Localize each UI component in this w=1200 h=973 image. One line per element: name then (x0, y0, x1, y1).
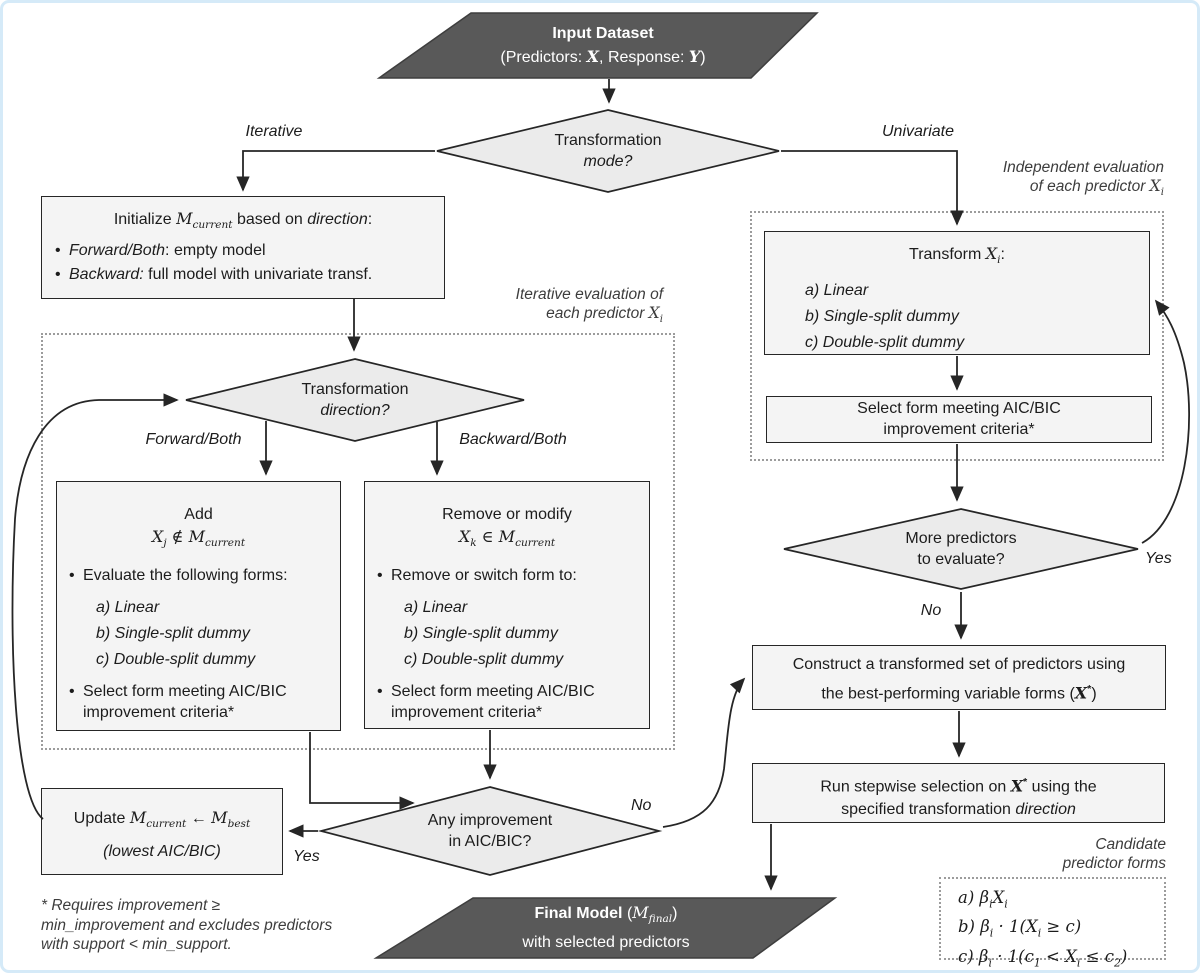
transform-form-a: a) Linear (805, 282, 869, 300)
bullet-marker: • (377, 682, 383, 700)
improvement-line1: Any improvement (427, 812, 553, 829)
update-model-box: Update Mcurrent ← Mbest (lowest AIC/BIC) (41, 788, 283, 875)
group-label-iterative-eval-line2: each predictor Xi (546, 304, 663, 326)
remove-bullet-select: Select form meeting AIC/BIC improvement … (391, 682, 595, 722)
transform-form-b: b) Single-split dummy (805, 308, 959, 326)
branch-label-univariate: Univariate (881, 123, 955, 140)
select-form-line1: Select form meeting AIC/BIC (857, 400, 1061, 417)
remove-title: Remove or modify (442, 506, 572, 523)
transform-box: Transform Xi: a) Linear b) Single-split … (764, 231, 1150, 355)
remove-form-b: b) Single-split dummy (404, 624, 558, 642)
diamond-shape (185, 358, 525, 442)
more-predictors-decision: More predictors to evaluate? (782, 507, 1140, 591)
select-form-line2: improvement criteria* (883, 420, 1035, 438)
branch-label-backward-both: Backward/Both (459, 431, 567, 448)
construct-box: Construct a transformed set of predictor… (752, 645, 1166, 710)
more-predictors-line2: to evaluate? (917, 551, 1005, 568)
candidate-form-b: b) βi · 1(Xi ≥ c) (958, 917, 1082, 940)
group-label-independent-eval-line2: of each predictor Xi (1029, 177, 1164, 199)
add-bullet-select: Select form meeting AIC/BIC improvement … (83, 682, 287, 722)
input-dataset-node: Input Dataset (Predictors: X, Response: … (376, 11, 819, 80)
mode-decision-line1: Transformation (554, 132, 662, 149)
stepwise-line2: specified transformation direction (841, 801, 1076, 819)
group-label-candidate-forms: Candidate predictor forms (958, 835, 1166, 873)
final-model-node: Final Model (Mfinal) with selected predi… (373, 894, 838, 962)
final-model-title: Final Model (Mfinal) (534, 902, 678, 926)
candidate-form-c: c) βi · 1(c1 < Xi ≤ c2) (958, 946, 1128, 969)
label-yes-more: Yes (1145, 550, 1172, 567)
init-model-box: Initialize Mcurrent based on direction: … (41, 196, 445, 299)
direction-decision-line1: Transformation (301, 381, 409, 398)
stepwise-line1: Run stepwise selection on X* using the (820, 776, 1097, 796)
add-form-b: b) Single-split dummy (96, 624, 250, 642)
bullet-marker: • (377, 567, 383, 585)
bullet-marker: • (55, 265, 61, 283)
footnote: * Requires improvement ≥ min_improvement… (41, 897, 333, 953)
parallelogram-shape (376, 12, 819, 79)
init-bullet-backward: Backward: full model with univariate tra… (69, 265, 373, 283)
input-dataset-title: Input Dataset (552, 25, 654, 42)
improvement-decision: Any improvement in AIC/BIC? (317, 785, 663, 877)
add-form-a: a) Linear (96, 598, 160, 616)
select-form-box: Select form meeting AIC/BIC improvement … (766, 396, 1152, 443)
improvement-line2: in AIC/BIC? (448, 833, 532, 850)
remove-subtitle: Xk ∈ Mcurrent (458, 527, 556, 550)
remove-form-a: a) Linear (404, 598, 468, 616)
mode-decision-line2: mode? (583, 153, 633, 170)
branch-label-forward-both: Forward/Both (145, 431, 242, 448)
transform-title: Transform Xi: (909, 244, 1005, 267)
add-subtitle: Xj ∉ Mcurrent (151, 527, 246, 550)
add-title: Add (184, 506, 213, 523)
group-label-candidate-line1: Candidate (1095, 836, 1166, 853)
bullet-marker: • (69, 567, 75, 585)
diamond-shape (783, 508, 1139, 590)
construct-line1: Construct a transformed set of predictor… (792, 656, 1126, 673)
branch-label-iterative: Iterative (245, 123, 303, 140)
remove-bullet-switch: Remove or switch form to: (391, 567, 577, 585)
more-predictors-line1: More predictors (905, 530, 1017, 547)
diamond-shape (436, 109, 780, 193)
construct-line2: the best-performing variable forms (X*) (821, 683, 1097, 703)
remove-form-c: c) Double-split dummy (404, 650, 564, 668)
label-no-improve: No (631, 797, 652, 814)
group-label-independent-eval-line1: Independent evaluation (1002, 159, 1164, 176)
group-label-iterative-eval-line1: Iterative evaluation of (515, 286, 663, 303)
group-label-iterative-eval: Iterative evaluation of each predictor X… (433, 285, 663, 329)
stepwise-box: Run stepwise selection on X* using the s… (752, 763, 1165, 823)
label-yes-improve: Yes (293, 848, 320, 865)
init-bullet-forward: Forward/Both: empty model (69, 242, 266, 260)
add-predictor-box: Add Xj ∉ Mcurrent • Evaluate the followi… (56, 481, 341, 731)
input-dataset-subtitle: (Predictors: X, Response: Y) (500, 47, 706, 66)
parallelogram-shape (373, 897, 838, 959)
update-line1: Update Mcurrent ← Mbest (73, 808, 251, 831)
bullet-marker: • (69, 682, 75, 700)
transform-form-c: c) Double-split dummy (805, 334, 965, 352)
final-model-subtitle: with selected predictors (522, 934, 690, 952)
remove-predictor-box: Remove or modify Xk ∈ Mcurrent • Remove … (364, 481, 650, 729)
add-form-c: c) Double-split dummy (96, 650, 256, 668)
direction-decision: Transformation direction? (184, 357, 526, 443)
group-label-independent-eval: Independent evaluation of each predictor… (938, 158, 1164, 202)
update-line2: (lowest AIC/BIC) (103, 843, 221, 861)
candidate-form-a: a) βiXi (958, 888, 1008, 911)
label-no-more: No (920, 602, 942, 619)
bullet-marker: • (55, 242, 61, 260)
group-label-candidate-line2: predictor forms (1062, 855, 1166, 872)
direction-decision-line2: direction? (320, 402, 390, 419)
add-bullet-evaluate: Evaluate the following forms: (83, 567, 288, 585)
init-title: Initialize Mcurrent based on direction: (113, 209, 373, 232)
mode-decision: Transformation mode? (435, 108, 781, 194)
arrow-mode-to-init (236, 150, 435, 192)
candidate-forms-group: a) βiXi b) βi · 1(Xi ≥ c) c) βi · 1(c1 <… (939, 877, 1166, 969)
